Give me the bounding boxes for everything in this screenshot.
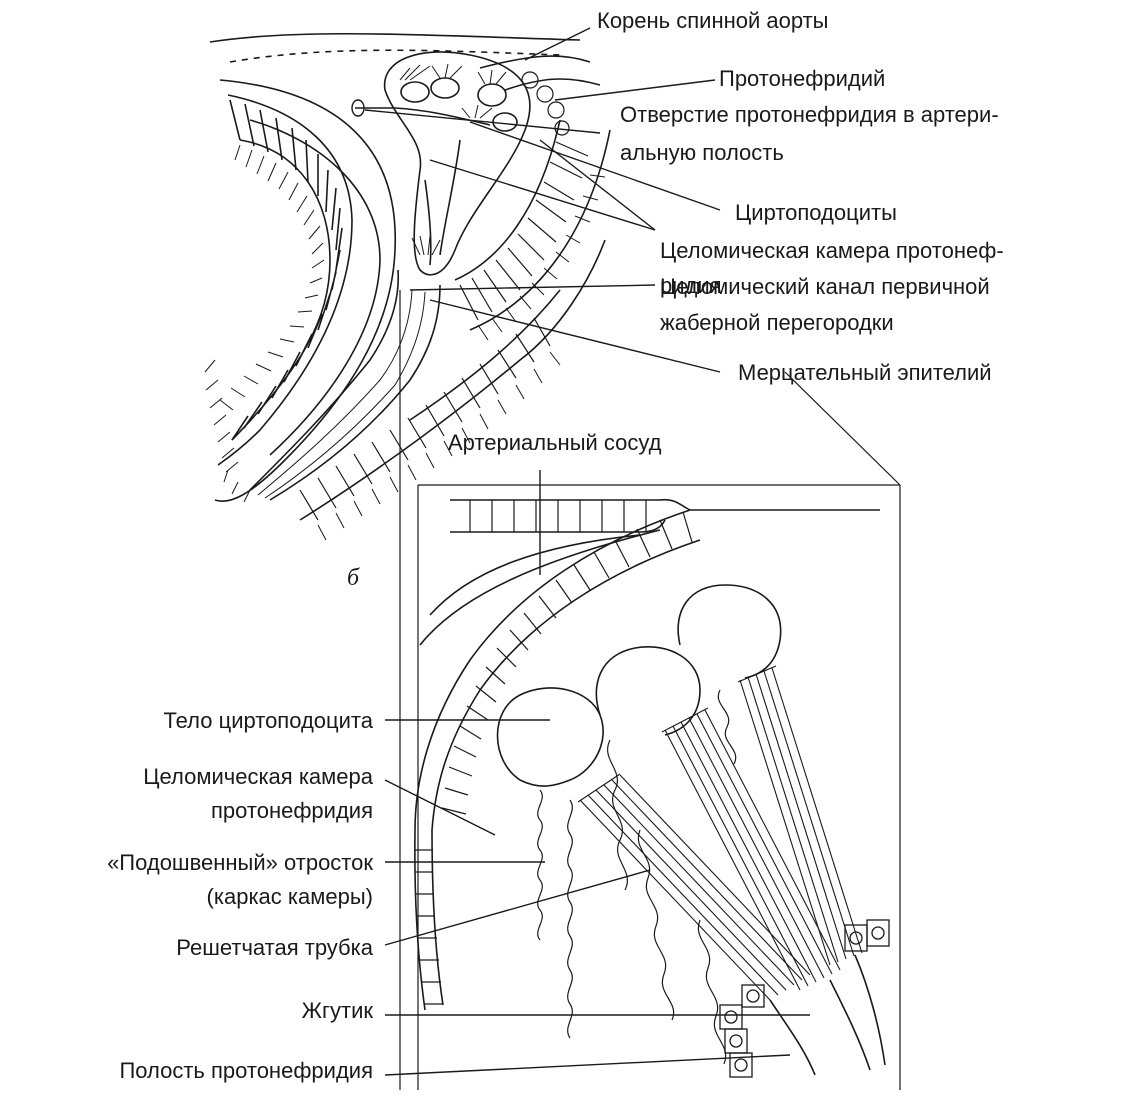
cyrtopodocyte-a3 — [478, 84, 506, 106]
leader-lattice-tube — [385, 870, 650, 945]
label-arterial-vessel: Артериальный сосуд — [448, 430, 662, 455]
right-epithelium-outer — [470, 130, 610, 330]
chamber-inner-line-2 — [440, 140, 460, 255]
cyrtopodocyte-a4 — [493, 113, 517, 131]
label-cyrtopodocyte-body: Тело циртоподоцита — [163, 708, 373, 733]
dorsal-outline — [210, 34, 580, 42]
label-protonephridium-cavity: Полость протонефридия — [119, 1058, 373, 1083]
coelom-wall-lower-outer — [415, 830, 425, 1010]
label-opening-line1: Отверстие протонефридия в артери- — [620, 102, 999, 127]
label-coelomic-chamber-b-line1: Целомическая камера — [143, 764, 373, 789]
lattice-tube-1 — [578, 774, 810, 1000]
label-plantar-process-line1: «Подошвенный» отросток — [107, 850, 373, 875]
label-lattice-tube: Решетчатая трубка — [176, 935, 373, 960]
panel-b-drawing — [400, 290, 900, 1090]
coelomic-canal-right — [270, 285, 440, 500]
label-coelomic-canal-line1: Целомический канал первичной — [660, 274, 990, 299]
label-protonephridium: Протонефридий — [719, 66, 885, 91]
leader-cyrtopodocytes — [470, 122, 720, 210]
right-epithelium-lower-outer — [300, 240, 605, 520]
cyrtopodocyte-a2 — [431, 78, 459, 98]
aorta-wall-2 — [505, 79, 600, 90]
leader-coelomic-canal — [410, 285, 655, 290]
label-opening-line2: альную полость — [620, 140, 784, 165]
label-cyrtopodocytes: Циртоподоциты — [735, 200, 897, 225]
leader-cavity — [385, 1055, 790, 1075]
coelom-wall-inner — [432, 540, 700, 830]
lattice-tube-2 — [662, 708, 840, 990]
flagellum-3 — [855, 955, 885, 1065]
coelom-wall-lower-cells — [415, 850, 443, 1004]
label-aorta-root: Корень спинной аорты — [597, 8, 829, 33]
basal-fan — [412, 236, 440, 255]
leader-protonephridium — [555, 80, 715, 100]
label-coelomic-canal-line2: жаберной перегородки — [660, 310, 894, 335]
flagellum-1 — [770, 1000, 815, 1075]
left-cilia — [205, 145, 324, 472]
label-flagellum: Жгутик — [302, 998, 373, 1023]
label-ciliated-epithelium: Мерцательный эпителий — [738, 360, 992, 385]
vessel-wall-cells — [470, 500, 646, 532]
label-plantar-process-line2: (каркас камеры) — [207, 884, 373, 909]
vessel-inner-line — [430, 535, 640, 615]
cyrtopodocyte-a1 — [401, 82, 429, 102]
cyrtopodocyte-body-3 — [678, 585, 781, 678]
gill-bar-inner — [250, 120, 380, 455]
lattice-tube-3 — [738, 666, 862, 965]
right-epithelium-lower-inner — [410, 290, 560, 420]
plantar-processes — [538, 690, 736, 1064]
zoom-guide-right — [785, 372, 900, 485]
leader-coelomic-chamber — [430, 160, 655, 230]
leader-coelomic-chamber-b — [385, 780, 495, 835]
coelom-wall-outer — [415, 510, 690, 830]
cyrtopodocyte-body-2 — [596, 647, 700, 735]
right-epithelium-cells — [300, 142, 588, 520]
coelom-wall-lower-inner — [432, 830, 443, 1005]
canal-line-inner2 — [265, 292, 425, 498]
label-coelomic-chamber-b-line2: протонефридия — [211, 798, 373, 823]
flagellum-2 — [830, 980, 870, 1070]
left-epithelium-cells — [230, 100, 342, 440]
panel-b-letter: б — [347, 565, 359, 592]
cyrtopodocyte-body-1 — [498, 688, 604, 786]
label-coelomic-chamber-a-line1: Целомическая камера протонеф- — [660, 238, 1004, 263]
